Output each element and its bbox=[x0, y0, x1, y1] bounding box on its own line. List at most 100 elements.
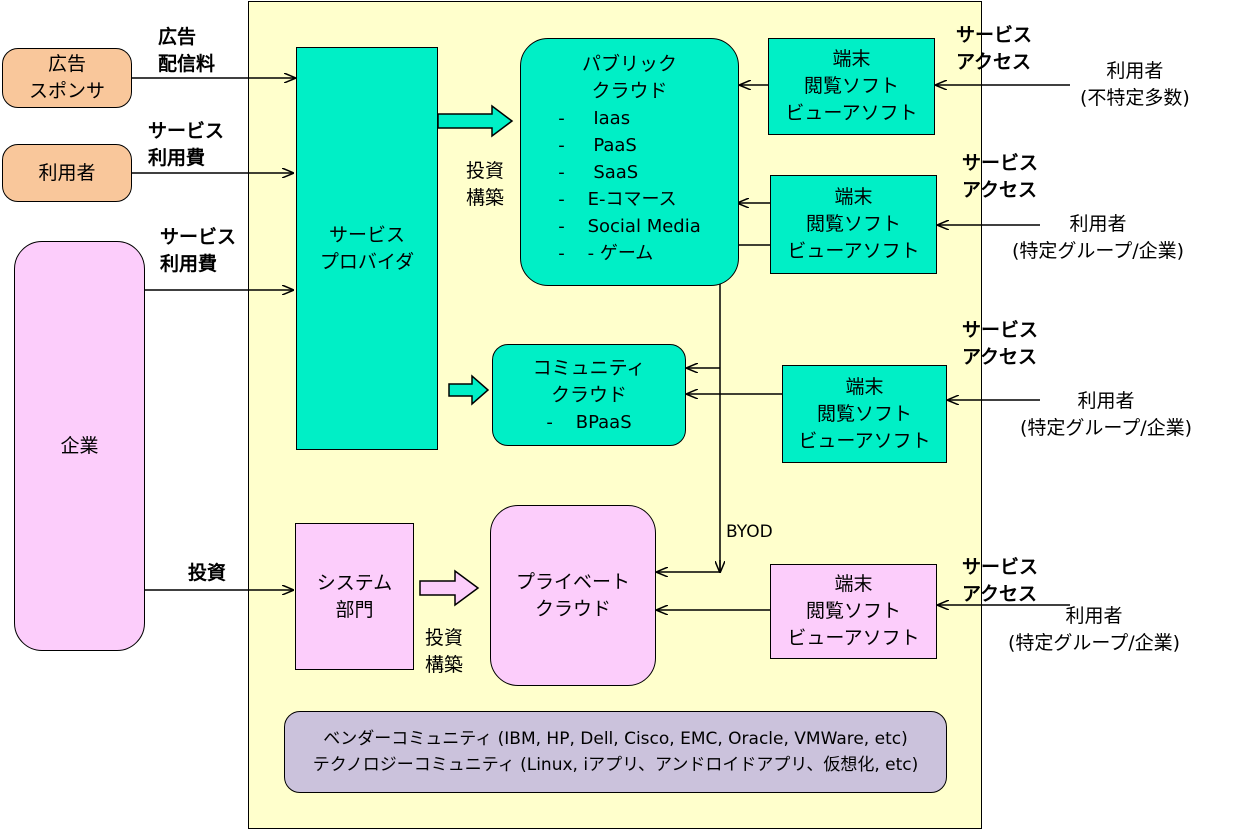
text-line: 端末 bbox=[834, 573, 873, 595]
user-box: 利用者 bbox=[2, 144, 132, 202]
text-line: 広告 bbox=[47, 53, 86, 75]
service-fee-label-2: サービス利用費 bbox=[160, 224, 236, 278]
text-line: 利用費 bbox=[148, 147, 206, 169]
text-line: プライベート bbox=[515, 570, 630, 593]
text-line: クラウド bbox=[550, 383, 627, 406]
right-user-3: 利用者 (特定グループ/企業) bbox=[1020, 388, 1192, 442]
right-user-1: 利用者 (不特定多数) bbox=[1080, 58, 1190, 112]
access-label-4: サービスアクセス bbox=[962, 554, 1038, 608]
text-line: 部門 bbox=[335, 598, 374, 621]
public-cloud-title: パブリッククラウド bbox=[582, 51, 677, 105]
text-line: ビューアソフト bbox=[798, 429, 931, 452]
user-label: 利用者 bbox=[38, 161, 96, 184]
right-user-2: 利用者 (特定グループ/企業) bbox=[1012, 211, 1184, 265]
text-line: サービス bbox=[962, 152, 1039, 174]
terminal-label-3: 端末閲覧ソフトビューアソフト bbox=[798, 374, 930, 455]
text-line: ビューアソフト bbox=[787, 627, 920, 649]
text-line: 利用者 bbox=[1077, 390, 1135, 412]
text-line: プロバイダ bbox=[319, 250, 415, 273]
public-cloud-item-list: - Iaas - PaaS - SaaS - E-コマース - Social M… bbox=[558, 105, 701, 267]
right-user-4: 利用者 (特定グループ/企業) bbox=[1008, 603, 1180, 657]
ad-fee-label: 広告配信料 bbox=[158, 24, 215, 78]
block-arrow-public bbox=[437, 104, 514, 138]
block-arrow-private bbox=[419, 569, 480, 607]
service-provider-label: サービスプロバイダ bbox=[320, 222, 414, 276]
investment-label: 投資 bbox=[188, 562, 227, 584]
text-line: クラウド bbox=[591, 80, 668, 102]
enterprise-label: 企業 bbox=[60, 434, 99, 457]
text-line: クラウド bbox=[534, 597, 611, 620]
text-line: ビューアソフト bbox=[785, 102, 918, 124]
community-cloud-item: - BPaaS bbox=[546, 411, 632, 433]
text-line: 配信料 bbox=[158, 53, 216, 75]
text-line: 利用費 bbox=[160, 253, 218, 275]
service-provider-box: サービスプロバイダ bbox=[296, 47, 438, 450]
text-line: サービス bbox=[148, 120, 225, 142]
terminal-box-1: 端末閲覧ソフトビューアソフト bbox=[768, 38, 935, 135]
ad-sponsor-box: 広告スポンサ bbox=[2, 48, 132, 108]
enterprise-box: 企業 bbox=[14, 241, 145, 651]
access-label-3: サービスアクセス bbox=[962, 317, 1038, 371]
text-line: 閲覧ソフト bbox=[803, 75, 899, 97]
text-line: アクセス bbox=[956, 51, 1032, 73]
access-label-2: サービスアクセス bbox=[962, 150, 1038, 204]
text-line: サービス bbox=[962, 319, 1039, 341]
text-line: コミュニティ bbox=[532, 356, 646, 379]
invest-build-label-1: 投資構築 bbox=[466, 158, 504, 212]
text-line: (特定グループ/企業) bbox=[1012, 240, 1185, 262]
text-line: (特定グループ/企業) bbox=[1020, 417, 1193, 439]
vendor-community-box: ベンダーコミュニティ (IBM, HP, Dell, Cisco, EMC, O… bbox=[284, 711, 947, 793]
text-line: ベンダーコミュニティ (IBM, HP, Dell, Cisco, EMC, O… bbox=[323, 729, 908, 749]
public-cloud-item: - SaaS bbox=[558, 162, 639, 183]
access-label-1: サービスアクセス bbox=[956, 22, 1032, 76]
text-line: 閲覧ソフト bbox=[805, 213, 901, 235]
text-line: サービス bbox=[962, 556, 1039, 578]
terminal-label-2: 端末閲覧ソフトビューアソフト bbox=[787, 184, 919, 265]
text-line: サービス bbox=[328, 223, 405, 246]
text-line: サービス bbox=[956, 24, 1033, 46]
text-line: アクセス bbox=[962, 346, 1038, 368]
public-cloud-item: - PaaS bbox=[558, 135, 637, 156]
block-arrow-community bbox=[448, 374, 490, 406]
text-line: 端末 bbox=[832, 48, 871, 70]
private-cloud-box: プライベートクラウド bbox=[490, 505, 656, 686]
community-cloud-title: コミュニティクラウド bbox=[533, 355, 646, 409]
system-dept-label: システム部門 bbox=[317, 570, 392, 624]
public-cloud-item: - Social Media bbox=[558, 216, 701, 237]
text-line: 構築 bbox=[466, 187, 505, 209]
text-line: ビューアソフト bbox=[787, 240, 920, 262]
text-line: 構築 bbox=[425, 654, 464, 676]
text-line: サービス bbox=[160, 226, 237, 248]
text-line: 利用者 bbox=[1065, 605, 1123, 627]
text-line: 端末 bbox=[834, 186, 873, 208]
text-line: スポンサ bbox=[28, 80, 105, 102]
vendor-community-label: ベンダーコミュニティ (IBM, HP, Dell, Cisco, EMC, O… bbox=[313, 726, 919, 778]
text-line: パブリック bbox=[581, 53, 677, 75]
text-line: 投資 bbox=[425, 627, 464, 649]
text-line: 閲覧ソフト bbox=[816, 402, 912, 425]
ad-sponsor-label: 広告スポンサ bbox=[29, 51, 105, 105]
text-line: アクセス bbox=[962, 583, 1038, 605]
terminal-box-4: 端末閲覧ソフトビューアソフト bbox=[770, 564, 937, 659]
text-line: テクノロジーコミュニティ (Linux, iアプリ、アンドロイドアプリ、仮想化,… bbox=[312, 755, 919, 775]
text-line: 広告 bbox=[158, 26, 197, 48]
public-cloud-box: パブリッククラウド - Iaas - PaaS - SaaS - E-コマース … bbox=[520, 38, 739, 286]
text-line: 利用者 bbox=[1069, 213, 1127, 235]
text-line: (特定グループ/企業) bbox=[1008, 632, 1181, 654]
text-line: アクセス bbox=[962, 179, 1038, 201]
terminal-label-1: 端末閲覧ソフトビューアソフト bbox=[785, 46, 917, 127]
text-line: 投資 bbox=[466, 160, 505, 182]
text-line: 閲覧ソフト bbox=[805, 600, 901, 622]
private-cloud-label: プライベートクラウド bbox=[516, 569, 630, 623]
terminal-label-4: 端末閲覧ソフトビューアソフト bbox=[787, 571, 919, 652]
text-line: 端末 bbox=[845, 375, 884, 398]
text-line: 利用者 bbox=[1106, 60, 1164, 82]
public-cloud-item: - Iaas bbox=[558, 108, 631, 129]
community-cloud-box: コミュニティクラウド - BPaaS bbox=[492, 344, 686, 446]
public-cloud-item: - E-コマース bbox=[558, 189, 677, 210]
text-line: システム bbox=[316, 571, 393, 594]
byod-label: BYOD bbox=[726, 522, 773, 542]
text-line: (不特定多数) bbox=[1080, 87, 1190, 109]
invest-build-label-2: 投資構築 bbox=[425, 625, 463, 679]
